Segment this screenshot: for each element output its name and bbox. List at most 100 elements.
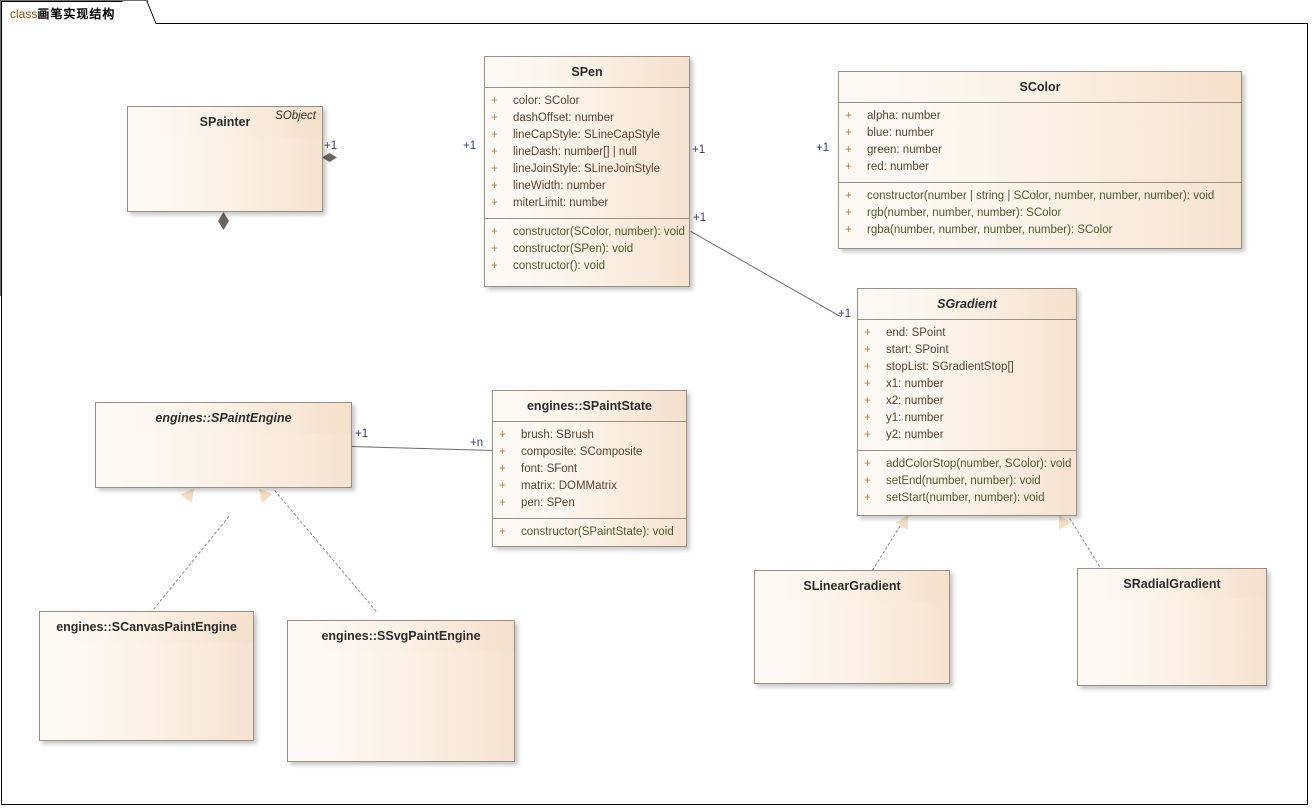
visibility-marker: +: [499, 429, 506, 441]
attribute-row: + lineCapStyle: SLineCapStyle: [485, 127, 689, 144]
class-header-ssvgpaintengine: engines::SSvgPaintEngine: [288, 621, 514, 651]
class-box-ssvgpaintengine[interactable]: engines::SSvgPaintEngine: [287, 620, 515, 762]
connector-painter-paintengine: [0, 2, 1, 192]
visibility-marker: +: [864, 492, 871, 504]
attribute-row: +lineDash: number[] | null: [485, 144, 689, 161]
attributes-compartment-sgradient: + end: SPoint +start: SPoint + stopList: S…: [858, 320, 1076, 450]
attribute-row: +miterLimit: number: [485, 195, 689, 212]
class-name-spaintengine: engines::SPaintEngine: [155, 411, 292, 425]
multiplicity-painter-pen-source: +1: [324, 140, 338, 152]
visibility-marker: +: [491, 180, 498, 192]
class-header-scolor: SColor: [839, 72, 1241, 103]
operation-text: rgba(number, number, number, number): SC…: [867, 224, 1113, 236]
operations-compartment-sgradient: +addColorStop(number, SColor): void +set…: [858, 450, 1076, 513]
tab-skew-edge: [122, 1, 157, 24]
operation-text: constructor(SColor, number): void: [513, 226, 685, 238]
class-box-spaintengine[interactable]: engines::SPaintEngine: [95, 402, 352, 488]
class-box-sradialgradient[interactable]: SRadialGradient: [1077, 568, 1267, 686]
attribute-text: end: SPoint: [886, 327, 946, 339]
visibility-marker: +: [491, 146, 498, 158]
visibility-marker: +: [845, 127, 852, 139]
connector-canvasengine-paintengine: [150, 515, 230, 614]
diagram-title-label: class画笔实现结构: [10, 5, 115, 22]
attribute-row: +brush: SBrush: [493, 427, 686, 444]
class-box-scanvaspaintengine[interactable]: engines::SCanvasPaintEngine: [39, 611, 254, 741]
attributes-compartment-spaintstate: +brush: SBrush +composite: SComposite + f…: [493, 422, 686, 518]
class-name-slineargradient: SLinearGradient: [803, 579, 901, 593]
attribute-text: matrix: DOMMatrix: [521, 480, 617, 492]
attribute-text: lineJoinStyle: SLineJoinStyle: [513, 163, 661, 175]
operation-row: + rgba(number, number, number, number): S…: [839, 222, 1241, 239]
class-box-spen[interactable]: SPen +color: SColor +dashOffset: number …: [484, 56, 690, 287]
diagram-title-text: 画笔实现结构: [37, 7, 116, 21]
attributes-compartment-scolor: +alpha: number +blue: number +green: num…: [839, 103, 1241, 182]
multiplicity-engine-state-source: +1: [355, 428, 369, 440]
operation-row: + constructor(SPaintState): void: [493, 524, 686, 541]
visibility-marker: +: [864, 344, 871, 356]
attribute-text: lineCapStyle: SLineCapStyle: [513, 129, 661, 141]
attribute-text: stopList: SGradientStop[]: [886, 361, 1014, 373]
operation-text: constructor(SPaintState): void: [521, 526, 674, 538]
visibility-marker: +: [491, 129, 498, 141]
connector-svgengine-paintengine: [274, 490, 377, 612]
class-box-scolor[interactable]: SColor +alpha: number +blue: number +gre…: [838, 71, 1242, 249]
attribute-text: x2: number: [886, 395, 944, 407]
class-box-spainter[interactable]: SObject SPainter: [127, 106, 323, 212]
visibility-marker: +: [864, 378, 871, 390]
attribute-row: +blue: number: [839, 125, 1241, 142]
visibility-marker: +: [864, 361, 871, 373]
attribute-text: color: SColor: [513, 95, 580, 107]
attribute-text: x1: number: [886, 378, 944, 390]
operation-row: +rgb(number, number, number): SColor: [839, 205, 1241, 222]
attribute-text: alpha: number: [867, 110, 941, 122]
connector-pen-paintstate: [0, 192, 1, 296]
class-header-scanvaspaintengine: engines::SCanvasPaintEngine: [40, 612, 253, 642]
operations-compartment-spen: +constructor(SColor, number): void +cons…: [485, 218, 689, 281]
attribute-row: +lineWidth: number: [485, 178, 689, 195]
operations-compartment-scolor: +constructor(number | string | SColor, n…: [839, 182, 1241, 245]
attribute-row: + y1: number: [858, 410, 1076, 427]
class-name-ssvgpaintengine: engines::SSvgPaintEngine: [321, 629, 481, 643]
class-box-slineargradient[interactable]: SLinearGradient: [754, 570, 950, 684]
visibility-marker: +: [845, 224, 852, 236]
operation-row: + setEnd(number, number): void: [858, 473, 1076, 490]
visibility-marker: +: [845, 161, 852, 173]
class-header-spainter: SObject SPainter: [128, 107, 322, 137]
visibility-marker: +: [499, 526, 506, 538]
attribute-text: font: SFont: [521, 463, 578, 475]
attribute-row: +composite: SComposite: [493, 444, 686, 461]
attribute-row: +start: SPoint: [858, 342, 1076, 359]
class-name-sgradient: SGradient: [937, 297, 997, 311]
class-name-spainter: SPainter: [199, 115, 251, 129]
operation-text: rgb(number, number, number): SColor: [867, 207, 1062, 219]
class-name-scanvaspaintengine: engines::SCanvasPaintEngine: [56, 620, 237, 634]
operation-text: setEnd(number, number): void: [886, 475, 1041, 487]
class-header-slineargradient: SLinearGradient: [755, 571, 949, 601]
connector-painter-pen: [0, 0, 148, 1]
operation-row: +constructor(SColor, number): void: [485, 224, 689, 241]
composition-diamond-painter-pen: [322, 153, 337, 162]
attribute-text: composite: SComposite: [521, 446, 643, 458]
attribute-row: +matrix: DOMMatrix: [493, 478, 686, 495]
attribute-row: +color: SColor: [485, 93, 689, 110]
class-stereotype-spainter: SObject: [275, 110, 316, 122]
multiplicity-pen-gradient-target: +1: [838, 308, 852, 320]
class-box-sgradient[interactable]: SGradient +end: SPoint +start: SPoint +s…: [857, 288, 1077, 516]
visibility-marker: +: [845, 144, 852, 156]
multiplicity-pen-color-source: +1: [692, 144, 706, 156]
operation-text: constructor(SPen): void: [513, 243, 634, 255]
visibility-marker: +: [845, 110, 852, 122]
operation-row: +setStart(number, number): void: [858, 490, 1076, 507]
diagram-title-tab[interactable]: class画笔实现结构: [1, 1, 157, 24]
visibility-marker: +: [864, 475, 871, 487]
visibility-marker: +: [864, 429, 871, 441]
operation-row: +constructor(number | string | SColor, n…: [839, 188, 1241, 205]
visibility-marker: +: [864, 395, 871, 407]
attribute-text: y1: number: [886, 412, 944, 424]
attributes-compartment-spen: +color: SColor +dashOffset: number +line…: [485, 88, 689, 218]
attribute-text: pen: SPen: [521, 497, 575, 509]
class-box-spaintstate[interactable]: engines::SPaintState +brush: SBrush +com…: [492, 390, 687, 547]
visibility-marker: +: [864, 412, 871, 424]
attribute-row: + alpha: number: [839, 108, 1241, 125]
